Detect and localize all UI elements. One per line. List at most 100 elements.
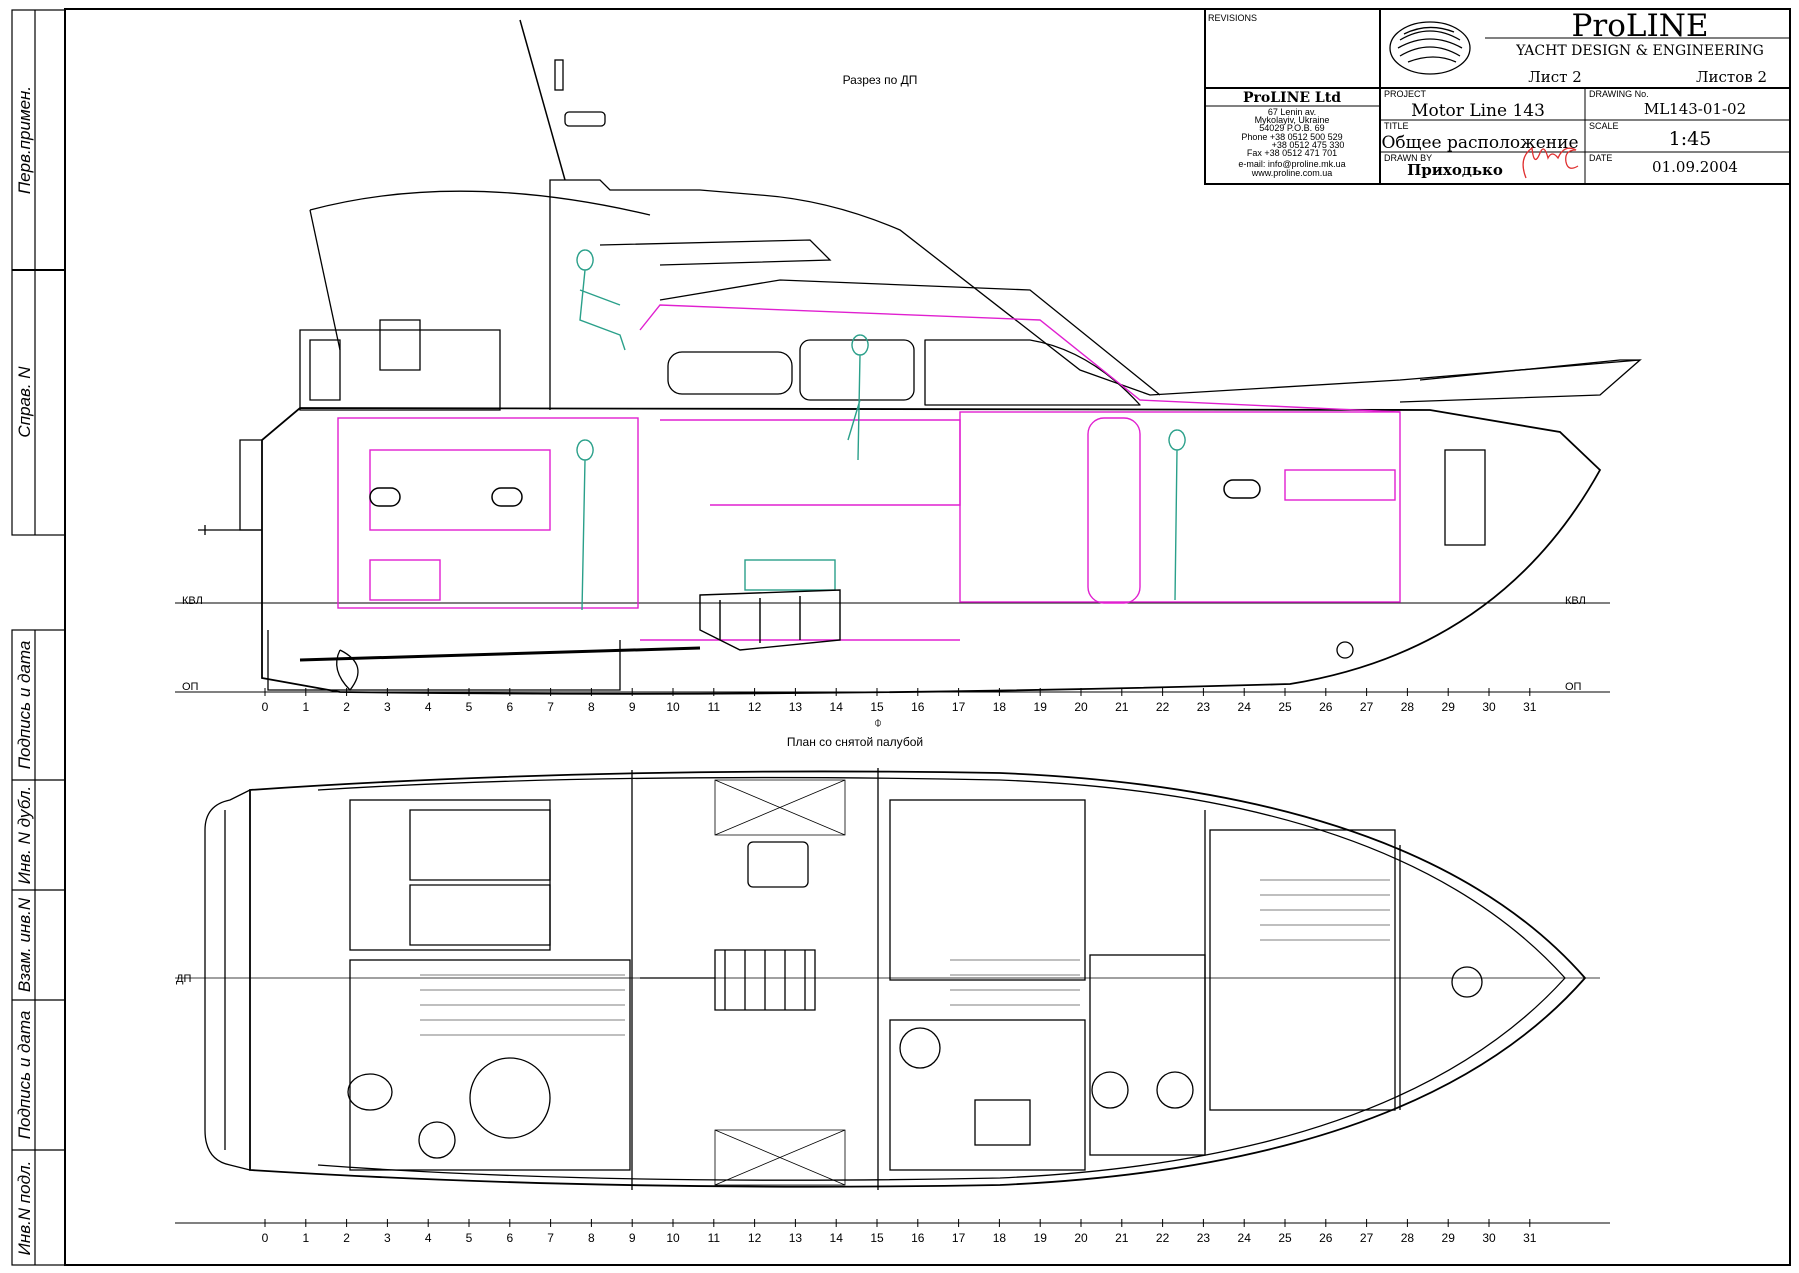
revisions-label: REVISIONS (1208, 13, 1257, 23)
station-number: 23 (1197, 700, 1211, 714)
drawing-no: ML143-01-02 (1644, 100, 1746, 118)
title-block (1204, 8, 1791, 185)
date-label: DATE (1589, 153, 1612, 163)
station-number: 18 (993, 700, 1007, 714)
station-number: 13 (789, 700, 803, 714)
waterline-label-aft: КВЛ (182, 595, 203, 607)
svg-text:www.proline.com.ua: www.proline.com.ua (1251, 168, 1333, 178)
stamp-label: Подпись и дата (15, 1011, 34, 1140)
station-number: 19 (1034, 700, 1048, 714)
drawing-title: Общее расположение (1381, 133, 1578, 153)
station-number: 11 (708, 1231, 721, 1245)
engine-side (699, 589, 841, 651)
station-number: 2 (343, 700, 350, 714)
station-number: 26 (1319, 700, 1333, 714)
station-number: 4 (425, 1231, 432, 1245)
station-number: 22 (1156, 700, 1170, 714)
baseline-label-aft: ОП (182, 681, 199, 693)
svg-text:Phone +38 0512 500 529: Phone +38 0512 500 529 (1241, 132, 1342, 142)
centerline-label: ДП (176, 973, 191, 985)
brand-name: ProLINE (1572, 8, 1709, 44)
station-number: 11 (708, 700, 721, 714)
signature (1522, 146, 1579, 179)
scale-value: 1:45 (1669, 128, 1712, 150)
plan-view (175, 768, 1600, 1190)
station-number: 16 (911, 1231, 925, 1245)
station-number: 30 (1482, 700, 1496, 714)
station-number: 27 (1360, 700, 1374, 714)
station-number: 7 (547, 1231, 554, 1245)
station-number: 12 (748, 700, 762, 714)
station-number: 28 (1401, 700, 1415, 714)
station-number: 30 (1482, 1231, 1496, 1245)
station-number: 9 (629, 700, 636, 714)
side-stamp (11, 9, 66, 1266)
station-number: 14 (830, 1231, 844, 1245)
station-number: 19 (1034, 1231, 1048, 1245)
station-number: 20 (1074, 700, 1088, 714)
station-number: 5 (466, 1231, 473, 1245)
station-number: 8 (588, 700, 595, 714)
station-number: 13 (789, 1231, 803, 1245)
station-number: 2 (343, 1231, 350, 1245)
station-number: 26 (1319, 1231, 1333, 1245)
svg-text:e-mail: info@proline.mk.ua: e-mail: info@proline.mk.ua (1238, 159, 1345, 169)
project-name: Motor Line 143 (1411, 101, 1545, 121)
station-number: 14 (830, 700, 844, 714)
station-number: 3 (384, 700, 391, 714)
interior-layout-lines (337, 304, 1401, 641)
station-number: 24 (1238, 1231, 1252, 1245)
station-number: 9 (629, 1231, 636, 1245)
station-number: 1 (302, 700, 309, 714)
scale-label: SCALE (1589, 121, 1619, 131)
station-number: 6 (506, 700, 513, 714)
baseline-label-fwd: ОП (1565, 681, 1582, 693)
station-number: 7 (547, 700, 554, 714)
station-number: 31 (1523, 1231, 1537, 1245)
station-number: 10 (666, 700, 680, 714)
station-number: 0 (262, 700, 269, 714)
stamp-label: Перв.примен. (15, 86, 34, 194)
title-label: TITLE (1384, 121, 1409, 131)
proline-logo (1389, 21, 1471, 75)
station-number: 16 (911, 700, 925, 714)
station-number: 27 (1360, 1231, 1374, 1245)
station-number: 6 (506, 1231, 513, 1245)
drawn-by: Приходько (1407, 161, 1503, 179)
station-number: 29 (1442, 700, 1456, 714)
svg-text:Fax +38 0512 471 701: Fax +38 0512 471 701 (1247, 148, 1337, 158)
station-number: 5 (466, 700, 473, 714)
sheets-total: Листов 2 (1696, 68, 1767, 86)
portholes (369, 479, 1261, 507)
svg-text:Mykolayiv, Ukraine: Mykolayiv, Ukraine (1255, 115, 1330, 125)
station-number: 31 (1523, 700, 1537, 714)
station-number: 29 (1442, 1231, 1456, 1245)
plan-view-title: План со снятой палубой (787, 735, 923, 749)
midship-mark: ⌽ (874, 714, 882, 730)
station-number: 24 (1238, 700, 1252, 714)
station-number: 12 (748, 1231, 762, 1245)
station-number: 23 (1197, 1231, 1211, 1245)
station-number: 10 (666, 1231, 680, 1245)
station-number: 17 (952, 1231, 966, 1245)
station-number: 18 (993, 1231, 1007, 1245)
station-number: 8 (588, 1231, 595, 1245)
station-number: 25 (1278, 1231, 1292, 1245)
station-number: 15 (870, 1231, 884, 1245)
section-view-title: Разрез по ДП (843, 73, 918, 87)
station-number: 17 (952, 700, 966, 714)
station-number: 15 (870, 700, 884, 714)
station-number: 3 (384, 1231, 391, 1245)
side-section-view (175, 19, 1642, 695)
sheet-frame (64, 8, 1791, 1266)
drawn-by-label: DRAWN BY (1384, 153, 1432, 163)
station-number: 25 (1278, 700, 1292, 714)
date-value: 01.09.2004 (1652, 158, 1738, 176)
stamp-label: Инв.N подл. (15, 1161, 34, 1256)
stamp-label: Подпись и дата (15, 641, 34, 770)
brand-tagline: YACHT DESIGN & ENGINEERING (1515, 43, 1764, 59)
station-number: 28 (1401, 1231, 1415, 1245)
